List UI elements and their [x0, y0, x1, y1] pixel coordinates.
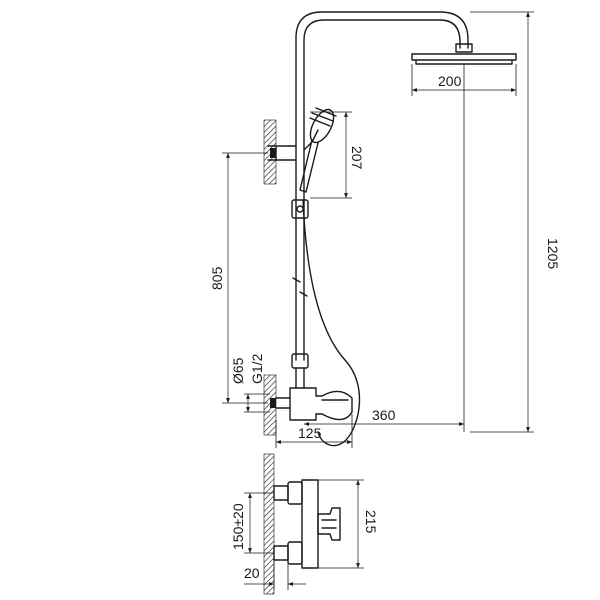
side-view: [263, 11, 517, 447]
riser-break-mark: [292, 277, 308, 297]
mixer-front-body: [301, 479, 319, 569]
front-view: [263, 453, 341, 595]
dim-label-thread: G1/2: [249, 353, 265, 384]
mixer-handle: [317, 507, 341, 541]
dimensions: 200 1205 207 805 Ø65 G1/2 360 125: [209, 11, 561, 448]
riser-lower-stub: [295, 367, 305, 389]
wall-connector-nut: [270, 398, 276, 408]
dim-label-slide-height: 805: [209, 266, 225, 290]
mixer-handle-grip: [321, 519, 337, 529]
dim-label-pipe-diameter: Ø65: [230, 357, 246, 384]
dim-label-hand-shower: 207: [349, 146, 365, 170]
head-connector: [455, 43, 473, 53]
dim-label-inlet-centers: 150±20: [230, 503, 246, 550]
dim-label-mixer-height: 215: [363, 510, 379, 534]
upper-bracket-screw: [270, 148, 276, 158]
dim-label-total-height: 1205: [545, 238, 561, 269]
dim-label-mixer-depth: 125: [298, 425, 322, 441]
lower-inlet-nut: [273, 545, 289, 561]
front-dimensions: 215 150±20 20: [230, 479, 379, 590]
upper-inlet-nut: [273, 485, 289, 501]
diverter: [291, 353, 309, 369]
shower-head: [411, 53, 517, 65]
slider-knob: [296, 205, 304, 213]
upper-inlet-body: [287, 481, 303, 505]
dim-label-reach: 360: [372, 407, 396, 423]
hand-shower: [299, 107, 337, 193]
wall-connector: [275, 397, 291, 409]
dim-label-head-diameter: 200: [438, 73, 462, 89]
wall-hatch-front: [263, 453, 275, 595]
dim-label-wall-offset: 20: [244, 565, 260, 581]
slider: [291, 199, 309, 219]
lower-inlet-body: [287, 541, 303, 565]
mixer-body: [289, 387, 353, 421]
hose: [302, 199, 361, 447]
riser-pipe: [295, 11, 469, 361]
